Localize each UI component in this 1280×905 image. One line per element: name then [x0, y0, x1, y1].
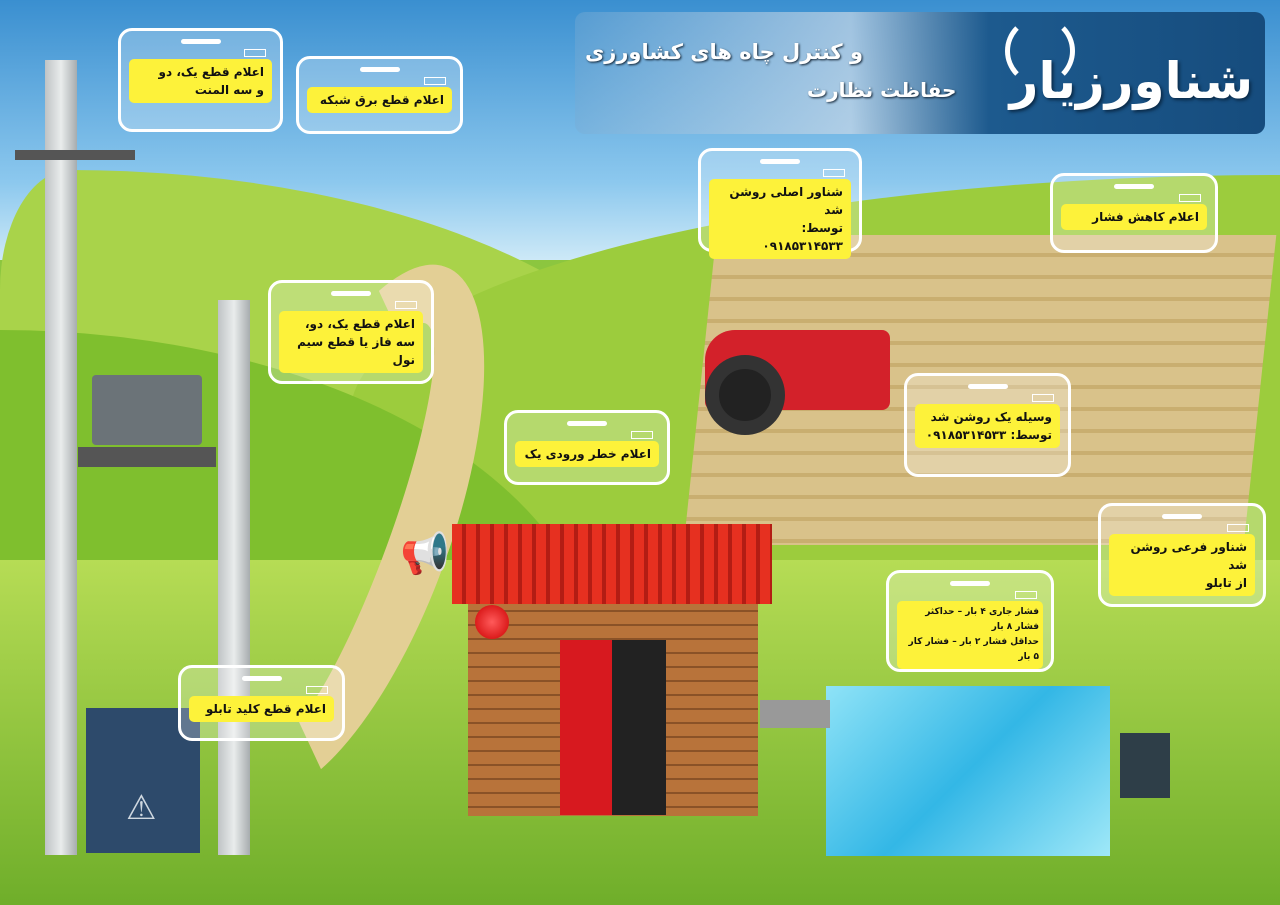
alert-bubble-intrusion: اعلام خطر ورودی یک — [504, 410, 670, 485]
high-voltage-icon: ⚠ — [126, 788, 157, 828]
alert-bubble-device-on: وسیله یک روشن شد توسط: ۰۹۱۸۵۳۱۴۵۳۳ — [904, 373, 1071, 477]
power-pole — [218, 300, 250, 855]
siren-speaker-icon: 📢 — [400, 531, 450, 577]
alert-text: فشار جاری ۴ بار – حداکثر فشار ۸ بار — [925, 607, 1039, 632]
alert-bubble-main-float-on: شناور اصلی روشن شد توسط: ۰۹۱۸۵۳۱۴۵۳۳ — [698, 148, 862, 259]
crossarm — [15, 150, 135, 160]
alert-text: اعلام خطر ورودی یک — [515, 441, 659, 467]
alert-text: اعلام قطع برق شبکه — [307, 87, 452, 113]
header-subtitle: و کنترل چاه های کشاورزی — [585, 40, 863, 64]
alert-bubble-panel-switch-cut: اعلام قطع کلید تابلو — [178, 665, 345, 741]
transformer-platform — [78, 447, 216, 467]
transformer — [92, 375, 202, 445]
power-pole — [45, 60, 77, 855]
alert-text: اعلام کاهش فشار — [1061, 204, 1207, 230]
alert-text: شناور اصلی روشن شد — [729, 185, 843, 217]
water-pool — [826, 686, 1110, 856]
alert-text: شناور فرعی روشن شد — [1130, 540, 1247, 572]
alert-bubble-element-cut: اعلام قطع یک، دو و سه المنت — [118, 28, 283, 132]
alert-text: وسیله یک روشن شد — [930, 410, 1052, 424]
alert-text: از تابلو — [1205, 576, 1247, 590]
alert-bubble-phase-cut: اعلام قطع یک، دو، سه فاز یا قطع سیم نول — [268, 280, 434, 384]
alert-text: اعلام قطع کلید تابلو — [189, 696, 334, 722]
door — [560, 640, 612, 815]
alert-bubble-grid-power-cut: اعلام قطع برق شبکه — [296, 56, 463, 134]
alert-text: توسط: ۰۹۱۸۵۳۱۴۵۳۳ — [925, 428, 1052, 442]
tractor-wheel — [705, 355, 785, 435]
control-box — [1120, 733, 1170, 798]
alert-bubble-pressure-status: فشار جاری ۴ بار – حداکثر فشار ۸ بار حداقل… — [886, 570, 1054, 672]
alert-text: حداقل فشار ۲ بار – فشار کار ۵ بار — [908, 637, 1039, 662]
roof — [452, 524, 772, 604]
alert-bubble-secondary-float-on: شناور فرعی روشن شد از تابلو — [1098, 503, 1266, 607]
logo: شناورزیار — [1009, 52, 1253, 110]
alert-text: و سه المنت — [194, 83, 264, 97]
alert-text: اعلام قطع یک، دو، — [304, 317, 415, 331]
alert-text: توسط: ۰۹۱۸۵۳۱۴۵۳۳ — [762, 221, 843, 253]
alert-bubble-pressure-drop: اعلام کاهش فشار — [1050, 173, 1218, 253]
alarm-light-icon — [475, 605, 509, 639]
antenna-icon — [1005, 16, 1075, 86]
water-pipe — [760, 700, 830, 728]
header-banner: و کنترل چاه های کشاورزی حفاظت نظارت شناو… — [575, 12, 1265, 134]
header-subtitle-2: حفاظت نظارت — [807, 78, 957, 102]
alert-text: اعلام قطع یک، دو — [158, 65, 264, 79]
alert-text: سه فاز یا قطع سیم نول — [297, 335, 415, 367]
